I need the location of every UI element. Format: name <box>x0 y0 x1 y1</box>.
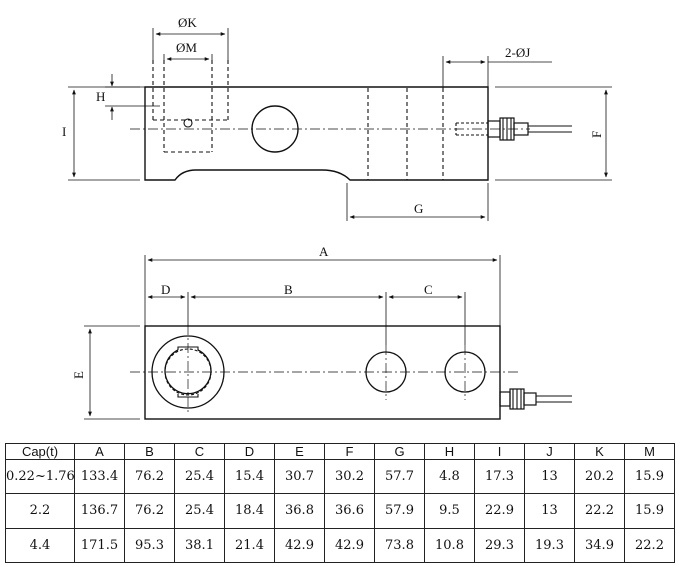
table-cell: 22.9 <box>474 493 525 529</box>
table-header-cell: M <box>624 443 675 460</box>
dim-label-m: ØM <box>176 40 197 55</box>
table-cell: 30.7 <box>274 458 325 495</box>
dimension-table: Cap(t) A B C D E F G H I J K M 0.22~1.76… <box>5 443 675 564</box>
table-cell: 25.4 <box>174 493 225 529</box>
table-row: 4.4 171.5 95.3 38.1 21.4 42.9 42.9 73.8 … <box>5 527 675 564</box>
table-cell: 15.9 <box>624 458 675 495</box>
table-row: 2.2 136.7 76.2 25.4 18.4 36.8 36.6 57.9 … <box>5 493 675 529</box>
table-cell: 57.7 <box>374 458 425 495</box>
table-cell: 95.3 <box>124 527 175 564</box>
table-cell: 171.5 <box>74 527 125 564</box>
table-cell: 13 <box>524 458 575 495</box>
top-view <box>130 325 572 420</box>
table-cell: 18.4 <box>224 493 275 529</box>
top-view-dimension-labels: A D B C E <box>71 244 433 379</box>
table-cell: 9.5 <box>424 493 475 529</box>
dim-label-a: A <box>319 244 329 259</box>
dim-label-k: ØK <box>178 15 197 30</box>
dim-label-g: G <box>414 201 423 216</box>
table-cell: 25.4 <box>174 458 225 495</box>
top-view-dimensions <box>84 255 501 420</box>
table-cell: 15.4 <box>224 458 275 495</box>
table-row: 0.22~1.76 133.4 76.2 25.4 15.4 30.7 30.2… <box>5 458 675 495</box>
dim-label-f: F <box>589 131 604 138</box>
dim-label-j: 2-ØJ <box>505 45 530 60</box>
table-header-cell: E <box>274 443 325 460</box>
table-cell: 29.3 <box>474 527 525 564</box>
table-cell: 4.4 <box>5 527 75 564</box>
table-header-cell: J <box>524 443 575 460</box>
table-cell: 13 <box>524 493 575 529</box>
dim-label-c: C <box>424 282 433 297</box>
table-cell: 21.4 <box>224 527 275 564</box>
table-header-cell: A <box>74 443 125 460</box>
table-cell: 36.6 <box>324 493 375 529</box>
table-cell: 73.8 <box>374 527 425 564</box>
table-cell: 22.2 <box>624 527 675 564</box>
table-cell: 133.4 <box>74 458 125 495</box>
dim-label-h: H <box>96 89 105 104</box>
dim-label-i: I <box>62 124 66 139</box>
table-header-cell: I <box>474 443 525 460</box>
table-cell: 76.2 <box>124 458 175 495</box>
table-cell: 30.2 <box>324 458 375 495</box>
table-cell: 19.3 <box>524 527 575 564</box>
load-cell-drawing: ØK ØM H I F G 2-ØJ <box>62 15 612 420</box>
table-header-cell: H <box>424 443 475 460</box>
table-cell: 2.2 <box>5 493 75 529</box>
table-cell: 36.8 <box>274 493 325 529</box>
side-view-dimension-labels: ØK ØM H I F G 2-ØJ <box>62 15 604 216</box>
table-cell: 76.2 <box>124 493 175 529</box>
dim-label-d: D <box>161 282 170 297</box>
table-cell: 17.3 <box>474 458 525 495</box>
table-cell: 38.1 <box>174 527 225 564</box>
side-view <box>130 60 572 181</box>
table-cell: 34.9 <box>574 527 625 564</box>
table-header-row: Cap(t) A B C D E F G H I J K M <box>5 443 675 460</box>
table-header-cell: K <box>574 443 625 460</box>
set-screw-hole <box>183 118 193 128</box>
table-cell: 10.8 <box>424 527 475 564</box>
table-cell: 0.22~1.76 <box>5 458 75 495</box>
table-cell: 4.8 <box>424 458 475 495</box>
table-header-cell: C <box>174 443 225 460</box>
top-body-outline <box>144 325 501 420</box>
table-header-cell: Cap(t) <box>5 443 75 460</box>
dim-label-b: B <box>284 282 293 297</box>
table-header-cell: D <box>224 443 275 460</box>
table-cell: 20.2 <box>574 458 625 495</box>
table-cell: 42.9 <box>324 527 375 564</box>
top-cable-gland <box>499 391 511 407</box>
table-header-cell: B <box>124 443 175 460</box>
table-header-cell: G <box>374 443 425 460</box>
table-cell: 22.2 <box>574 493 625 529</box>
side-body-outline <box>144 86 489 181</box>
table-cell: 15.9 <box>624 493 675 529</box>
table-header-cell: F <box>324 443 375 460</box>
side-view-dimensions <box>68 28 612 221</box>
table-cell: 136.7 <box>74 493 125 529</box>
table-cell: 57.9 <box>374 493 425 529</box>
table-cell: 42.9 <box>274 527 325 564</box>
dim-label-e: E <box>71 371 86 379</box>
